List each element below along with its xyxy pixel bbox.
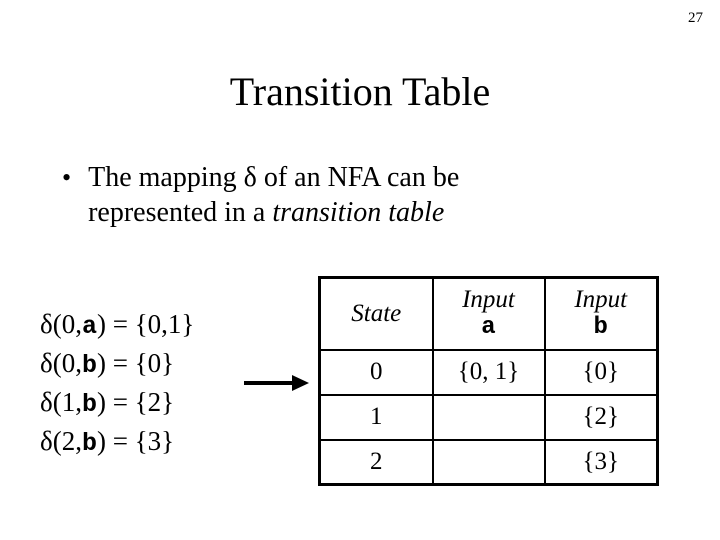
equation-3-pre: δ(1, xyxy=(40,387,82,417)
cell-a-0: {0, 1} xyxy=(431,348,546,396)
bullet-line-2-normal: represented in a xyxy=(88,197,273,228)
bullet-line-1: The mapping δ of an NFA can be xyxy=(88,162,460,193)
cell-state-0: 0 xyxy=(318,348,434,396)
right-arrow-icon xyxy=(244,375,309,391)
cell-b-2: {3} xyxy=(543,438,659,486)
page-number: 27 xyxy=(688,10,703,26)
header-input-a-label: Input xyxy=(462,286,515,314)
table-row: 0 {0, 1} {0} xyxy=(318,348,659,396)
equation-2-post: ) = {0} xyxy=(96,348,175,378)
equation-4: δ(2,b) = {3} xyxy=(40,423,194,462)
equation-2-symbol: b xyxy=(81,351,97,380)
equation-4-post: ) = {3} xyxy=(96,426,175,456)
page-title: Transition Table xyxy=(229,69,491,114)
equation-1-symbol: a xyxy=(81,312,97,341)
bullet-line-2-italic: transition table xyxy=(272,197,445,228)
header-state: State xyxy=(318,276,434,351)
cell-a-1 xyxy=(431,393,546,441)
bullet-item: • The mapping δ of an NFA can be represe… xyxy=(62,160,542,230)
bullet-text: The mapping δ of an NFA can be represent… xyxy=(88,160,459,230)
header-input-a: Input a xyxy=(431,276,546,351)
equation-1-pre: δ(0, xyxy=(40,309,82,339)
cell-state-2: 2 xyxy=(318,438,434,486)
bullet-icon: • xyxy=(62,163,72,192)
equation-3-post: ) = {2} xyxy=(96,387,175,417)
header-input-a-symbol: a xyxy=(481,314,496,342)
table-row: 1 {2} xyxy=(318,393,659,441)
equation-2-pre: δ(0, xyxy=(40,348,82,378)
header-input-b-symbol: b xyxy=(593,314,608,342)
equation-3: δ(1,b) = {2} xyxy=(40,384,194,423)
cell-a-2 xyxy=(431,438,546,486)
equation-1: δ(0,a) = {0,1} xyxy=(40,306,194,345)
delta-equations: δ(0,a) = {0,1} δ(0,b) = {0} δ(1,b) = {2}… xyxy=(40,306,194,462)
cell-b-1: {2} xyxy=(543,393,659,441)
bullet-line-2: represented in a transition table xyxy=(88,195,459,230)
table-header-row: State Input a Input b xyxy=(318,276,659,351)
header-input-b: Input b xyxy=(543,276,659,351)
equation-2: δ(0,b) = {0} xyxy=(40,345,194,384)
cell-b-0: {0} xyxy=(543,348,659,396)
equation-3-symbol: b xyxy=(81,390,97,419)
equation-4-symbol: b xyxy=(81,429,97,458)
cell-state-1: 1 xyxy=(318,393,434,441)
header-input-b-label: Input xyxy=(574,286,628,314)
transition-table: State Input a Input b 0 {0, 1} {0} 1 {2} xyxy=(318,276,659,486)
table-row: 2 {3} xyxy=(318,438,659,486)
equation-4-pre: δ(2, xyxy=(40,426,82,456)
equation-1-post: ) = {0,1} xyxy=(96,309,195,339)
